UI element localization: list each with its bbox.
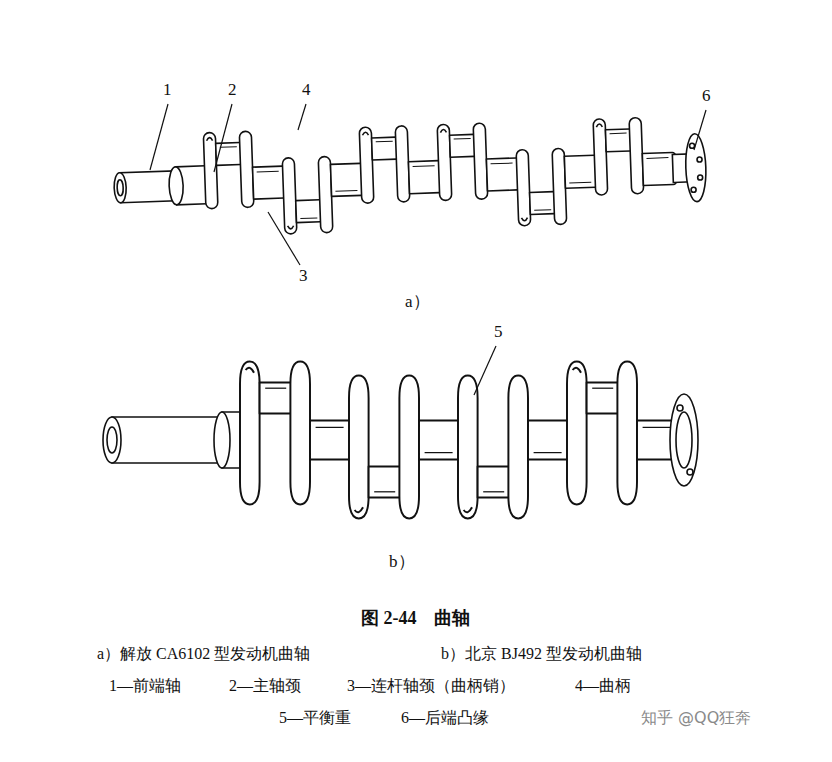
- legend-text: b）北京 BJ492 型发动机曲轴: [440, 644, 643, 663]
- subfigure-label: b）: [388, 552, 416, 572]
- legend-text: 2—主轴颈: [228, 676, 302, 695]
- legend-text: 3—连杆轴颈（曲柄销）: [346, 676, 516, 695]
- legend-text: 5—平衡重: [278, 708, 352, 727]
- callout-number: 2: [227, 80, 238, 100]
- watermark: 知乎 @QQ狂奔: [640, 708, 752, 727]
- callout-number: 3: [298, 266, 309, 286]
- legend-text: 1—前端轴: [108, 676, 182, 695]
- figure-caption: 图 2-44 曲轴: [360, 608, 472, 630]
- legend-text: a）解放 CA6102 型发动机曲轴: [96, 644, 311, 663]
- callout-number: 1: [162, 80, 173, 100]
- legend-text: 6—后端凸缘: [400, 708, 490, 727]
- legend-text: 4—曲柄: [574, 676, 632, 695]
- subfigure-label: a）: [404, 292, 431, 312]
- callout-number: 6: [701, 86, 712, 106]
- callout-number: 5: [493, 322, 504, 342]
- callout-number: 4: [301, 80, 312, 100]
